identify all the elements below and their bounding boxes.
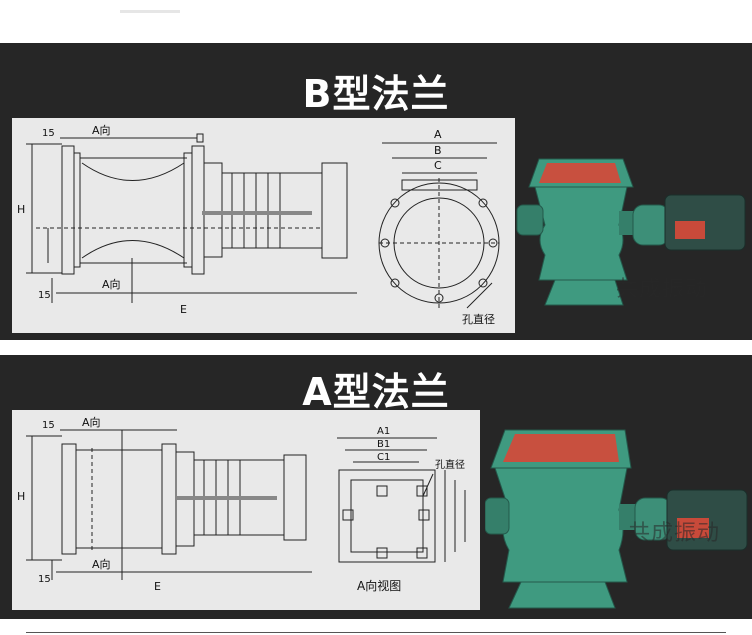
b-flange-panel: B型法兰 bbox=[0, 43, 752, 340]
b-side-drawing: A向 A向 15 H 15 E bbox=[12, 118, 357, 333]
b-product-photo bbox=[515, 145, 752, 320]
b-hole-label: 孔直径 bbox=[462, 312, 495, 326]
b-flange-drawing: A B C 孔直径 bbox=[357, 118, 515, 333]
a-dim-c1: C1 bbox=[377, 452, 390, 463]
b-height-label: H bbox=[17, 203, 25, 216]
bottom-divider bbox=[26, 632, 726, 633]
a-bottom-dim: 15 bbox=[38, 574, 51, 585]
b-bottom-dim: 15 bbox=[38, 290, 51, 301]
a-height-label: H bbox=[17, 490, 25, 503]
a-hole-label: 孔直径 bbox=[435, 458, 465, 471]
b-watermark: 共成振动 bbox=[616, 277, 709, 302]
a-side-drawing: A向 A向 15 H 15 E bbox=[12, 410, 327, 610]
a-top-dim: 15 bbox=[42, 420, 55, 431]
b-dim-b: B bbox=[434, 144, 442, 157]
a-watermark: 共成振动 bbox=[628, 521, 721, 546]
b-length-label: E bbox=[180, 303, 187, 316]
a-view-label: A向视图 bbox=[357, 578, 401, 593]
b-a-dir-top: A向 bbox=[92, 123, 111, 137]
a-a-dir-bottom: A向 bbox=[92, 557, 111, 571]
b-dim-a: A bbox=[434, 128, 442, 141]
b-dim-c: C bbox=[434, 159, 442, 172]
a-dim-a1: A1 bbox=[377, 426, 390, 437]
top-decoration bbox=[120, 10, 180, 13]
a-product-photo bbox=[484, 420, 752, 612]
a-dim-b1: B1 bbox=[377, 439, 390, 450]
b-flange-title: B型法兰 bbox=[302, 72, 450, 116]
a-flange-drawing: A1 B1 C1 孔直径 A向视图 bbox=[327, 410, 480, 610]
b-a-dir-bottom: A向 bbox=[102, 277, 121, 291]
a-a-dir-top: A向 bbox=[82, 415, 101, 429]
b-top-dim: 15 bbox=[42, 128, 55, 139]
a-length-label: E bbox=[154, 580, 161, 593]
a-flange-panel: A型法兰 bbox=[0, 355, 752, 619]
a-flange-title: A型法兰 bbox=[302, 370, 450, 414]
